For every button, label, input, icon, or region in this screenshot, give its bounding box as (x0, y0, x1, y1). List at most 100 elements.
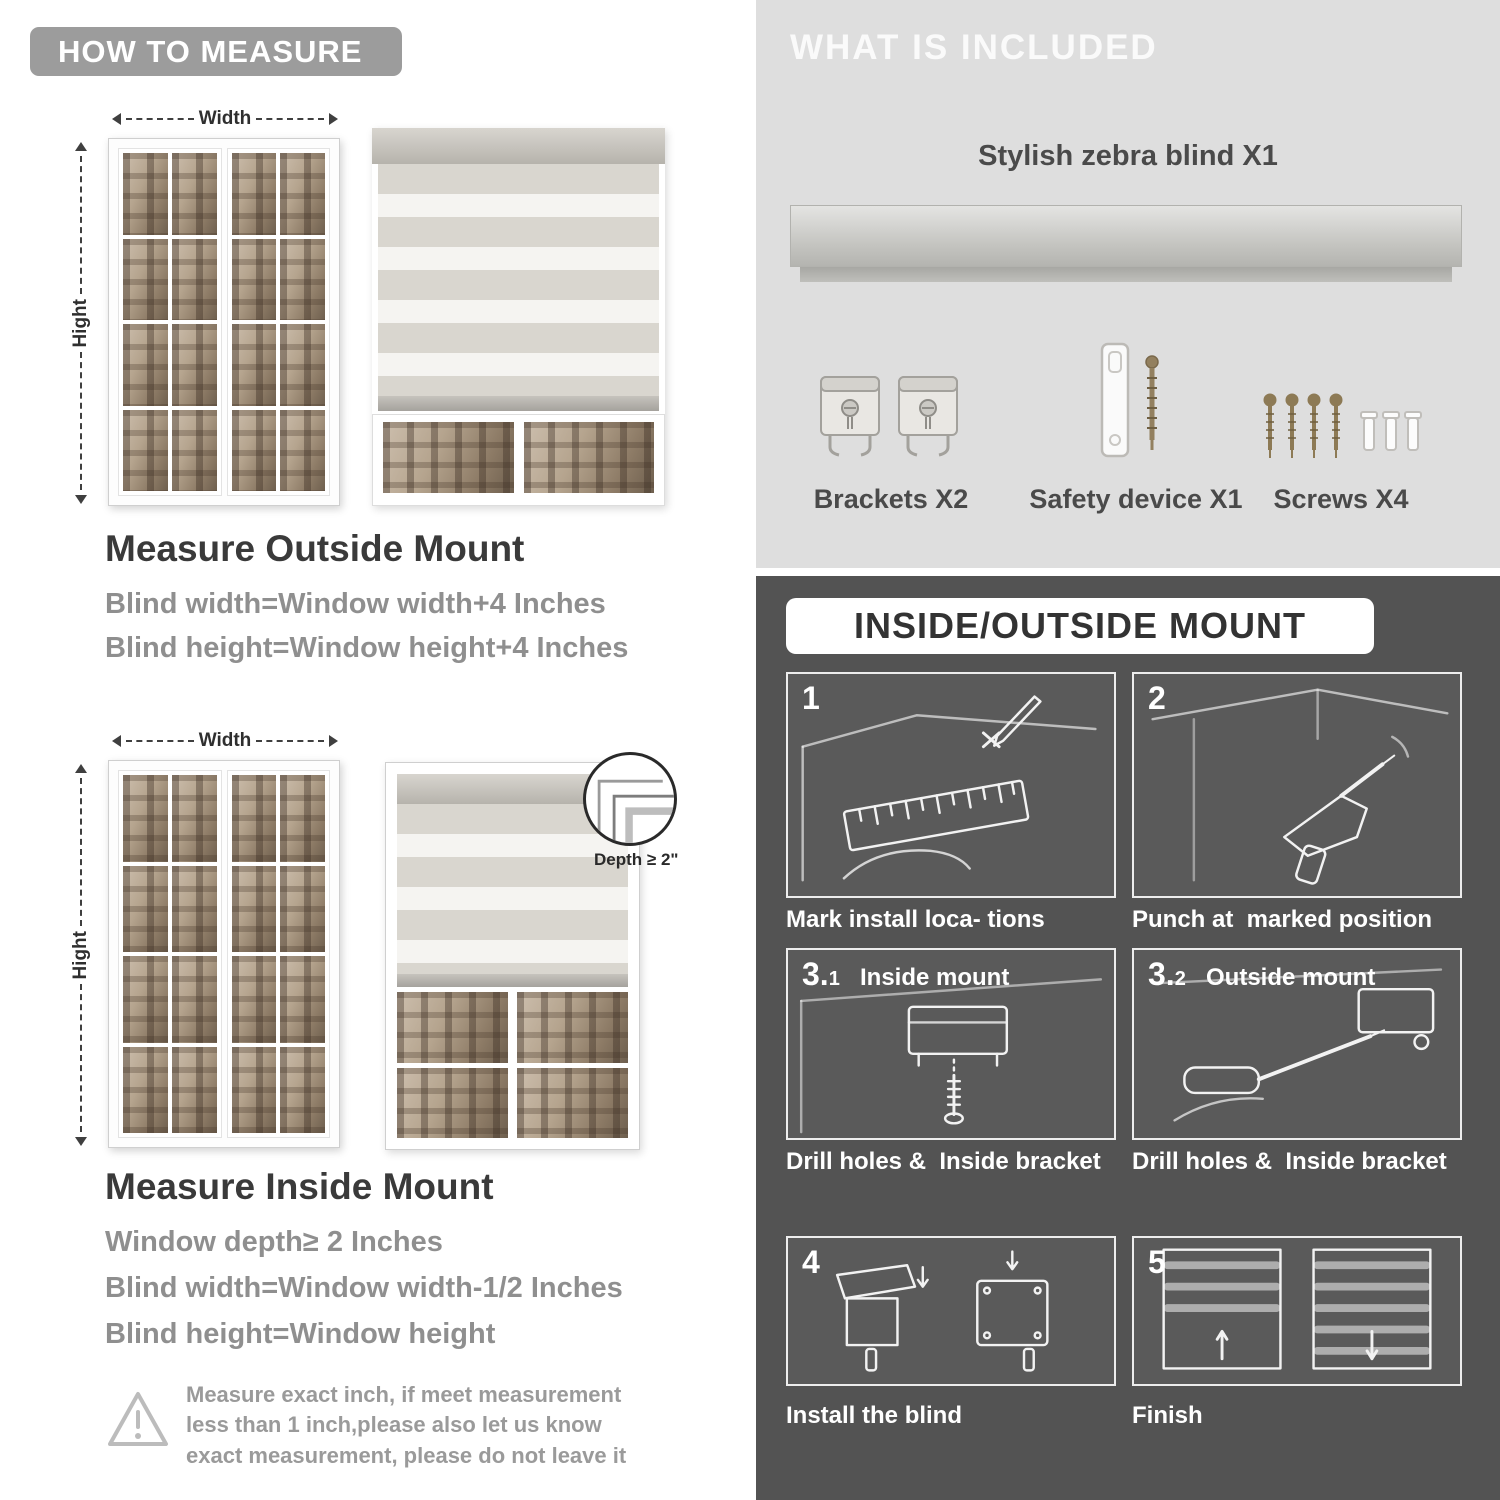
step-caption-3-2: Drill holes & Inside bracket (1132, 1148, 1447, 1175)
window-pane (231, 956, 277, 1043)
arrow-up-icon (75, 142, 87, 151)
screws-illustration (1258, 388, 1428, 472)
step-number: 2 (1148, 680, 1166, 716)
window-pane (231, 238, 277, 320)
step-number: 1 (802, 680, 820, 716)
measure-warning-note: Measure exact inch, if meet measurement … (186, 1382, 627, 1468)
mount-instructions-section: INSIDE/OUTSIDE MOUNT 1 (756, 576, 1500, 1500)
window-pane (171, 865, 217, 952)
window-pane (280, 956, 325, 1043)
window-pane (123, 238, 168, 320)
mount-heading-badge: INSIDE/OUTSIDE MOUNT (786, 598, 1374, 654)
safety-device-icon (1100, 342, 1159, 458)
blind-bottom-rail (397, 974, 628, 987)
window-sash (118, 148, 222, 496)
window-pane (171, 153, 217, 235)
outside-bracket-illustration (1153, 968, 1443, 1122)
outside-mount-label: Outside mount (1206, 964, 1376, 991)
arrow-down-icon (75, 1137, 87, 1147)
window-pane (171, 324, 217, 406)
window-pane (397, 1067, 508, 1138)
step-panel-2: 2 (1132, 672, 1462, 898)
depth-callout-magnifier (583, 752, 677, 846)
window-pane (231, 865, 277, 952)
window-pane (123, 775, 168, 862)
step-panel-1: 1 (786, 672, 1116, 898)
arrow-left-icon (112, 735, 121, 747)
window-sash (226, 148, 330, 496)
mark-locations-illustration (801, 695, 1097, 882)
step-caption-4: Install the blind (786, 1402, 963, 1429)
how-to-measure-badge: HOW TO MEASURE (30, 27, 402, 76)
window-below-blind (372, 414, 665, 506)
inside-rule-width: Blind width=Window width-1/2 Inches (105, 1272, 623, 1304)
height-dimension-arrow: Hight (70, 142, 92, 505)
warning-icon (108, 1392, 168, 1446)
window-pane (231, 775, 277, 862)
window-pane (231, 324, 277, 406)
step-number: 3.1 (802, 956, 840, 992)
window-pane (397, 992, 508, 1063)
width-dimension-arrow: Width (112, 108, 338, 130)
inside-rule-height: Blind height=Window height (105, 1318, 496, 1350)
finish-illustration (1162, 1248, 1432, 1370)
window-pane (280, 153, 325, 235)
window-pane (123, 865, 168, 952)
step-number: 5 (1148, 1244, 1166, 1280)
step-number: 3.2 (1148, 956, 1186, 992)
arrow-right-icon (329, 735, 338, 747)
window-pane (123, 1046, 168, 1133)
drill-illustration (1151, 688, 1449, 885)
window-sash (397, 992, 508, 1138)
arrow-down-icon (75, 495, 87, 505)
window-pane (517, 992, 628, 1063)
window-pane (280, 1046, 325, 1133)
window-pane (523, 422, 654, 493)
safety-device-label: Safety device X1 (1029, 484, 1243, 514)
step-caption-1: Mark install loca- tions (786, 906, 1045, 933)
screws-icon (1263, 393, 1422, 458)
window-pane (123, 153, 168, 235)
window-sash (118, 770, 222, 1138)
blind-bottom-rail (378, 396, 659, 411)
height-label: Hight (70, 930, 91, 980)
window-illustration-outside (108, 138, 340, 506)
window-illustration-inside (108, 760, 340, 1148)
step-caption-5: Finish (1132, 1402, 1203, 1429)
arrow-left-icon (112, 113, 121, 125)
window-pane (123, 956, 168, 1043)
headrail-bar (790, 205, 1462, 267)
step-panel-5: 5 (1132, 1236, 1462, 1386)
window-below-blind (397, 992, 628, 1138)
inside-bracket-illustration (799, 978, 1103, 1134)
window-pane (280, 775, 325, 862)
brackets-illustration (818, 374, 960, 458)
window-pane (280, 324, 325, 406)
safety-device-illustration (1086, 340, 1176, 470)
bracket-icon (820, 376, 880, 457)
window-corner-detail-icon (597, 779, 674, 843)
zebra-stripes (397, 804, 628, 974)
headrail-lip (800, 267, 1452, 282)
what-is-included-heading: WHAT IS INCLUDED (790, 28, 1158, 67)
zebra-blind-headrail-illustration (790, 205, 1462, 282)
width-label: Width (198, 730, 252, 751)
arrow-up-icon (75, 764, 87, 773)
zebra-stripes (378, 164, 659, 396)
bracket-icon (898, 376, 958, 457)
height-dimension-arrow: Hight (70, 764, 92, 1147)
step-number: 4 (802, 1244, 820, 1280)
window-pane (383, 422, 514, 493)
window-pane (171, 1046, 217, 1133)
outside-rule-height: Blind height=Window height+4 Inches (105, 632, 629, 664)
arrow-right-icon (329, 113, 338, 125)
step-panel-3-1: 3.1 Inside mount (786, 948, 1116, 1140)
window-pane (231, 409, 277, 491)
inside-mount-label: Inside mount (860, 964, 1010, 991)
width-dimension-arrow: Width (112, 730, 338, 752)
zebra-blind-outside-mount-illustration (372, 128, 665, 506)
window-sash (517, 992, 628, 1138)
window-pane (171, 238, 217, 320)
inside-rule-depth: Window depth≥ 2 Inches (105, 1226, 443, 1258)
